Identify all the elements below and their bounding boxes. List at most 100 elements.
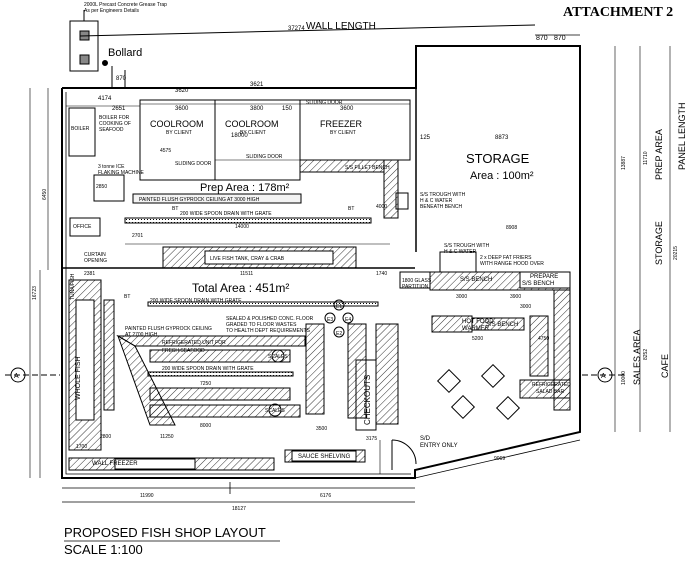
fillet-bench-label: S/S FILLET BENCH bbox=[345, 165, 390, 171]
coolroom-2-label: COOLROOM bbox=[225, 119, 279, 129]
trough-2-line-1: S/S TROUGH WITH bbox=[444, 243, 490, 249]
total-area-label: Total Area : 451m² bbox=[192, 281, 289, 295]
trough-sink bbox=[395, 192, 409, 210]
hot-food-2: WARMER bbox=[462, 326, 490, 332]
prep-drain-label: 200 WIDE SPOON DRAIN WITH GRATE bbox=[180, 211, 272, 217]
dim-1700: 1700 bbox=[76, 444, 87, 450]
dim-3000-a: 3000 bbox=[456, 294, 467, 300]
dim-6450: 6450 bbox=[42, 189, 48, 200]
ice-machine-unit bbox=[93, 174, 125, 202]
dim-3620: 3620 bbox=[175, 88, 189, 94]
glass-partition-2: PARTITION bbox=[402, 284, 429, 290]
dim-3500: 3500 bbox=[316, 426, 327, 432]
ceiling-prep-note: PAINTED FLUSH GYPROCK CEILING AT 3000 HI… bbox=[139, 197, 260, 203]
freezer-label: FREEZER bbox=[320, 119, 363, 129]
wall-length-label: WALL LENGTH bbox=[306, 21, 376, 32]
dim-8000: 8000 bbox=[200, 423, 211, 429]
freezer-client: BY CLIENT bbox=[330, 130, 356, 136]
dim-18127: 18127 bbox=[232, 506, 246, 512]
sliding-door-1: SLIDING DOOR bbox=[306, 100, 343, 106]
shop-drain-1-label: 200 WIDE SPOON DRAIN WITH GRATE bbox=[150, 298, 242, 304]
dim-10000: 10000 bbox=[621, 371, 627, 385]
dim-4174: 4174 bbox=[98, 96, 112, 102]
scales-label-1: SCALES bbox=[268, 354, 288, 360]
trough-1-line-1: S/S TROUGH WITH bbox=[420, 192, 466, 198]
bt-mark-1: BT bbox=[172, 206, 178, 212]
scales-label-2: SCALES bbox=[265, 408, 285, 414]
dim-2651: 2651 bbox=[112, 106, 126, 112]
shop-drain-2 bbox=[147, 371, 294, 377]
bollard-label: Bollard bbox=[108, 47, 142, 59]
prep-area-label: Prep Area : 178m² bbox=[200, 182, 290, 194]
fryers-line-2: WITH RANGE HOOD OVER bbox=[480, 261, 544, 267]
trough-1-line-3: BENEATH BENCH bbox=[420, 204, 463, 210]
dim-3600-a: 3600 bbox=[175, 106, 189, 112]
entry-label-2: ENTRY ONLY bbox=[420, 443, 458, 449]
mark-e3: E3 bbox=[327, 317, 333, 323]
prepare-bench-2: S/S BENCH bbox=[522, 281, 554, 287]
prepare-bench-1: PREPARE bbox=[530, 274, 558, 280]
glass-partition-1: 1800 GLASS bbox=[402, 278, 432, 284]
ice-machine-label-1: 3 tonne ICE bbox=[98, 164, 125, 170]
mark-e2: E2 bbox=[336, 331, 342, 337]
floor-note-2: GRADED TO FLOOR WASTES bbox=[226, 322, 297, 328]
office-label: OFFICE bbox=[73, 224, 92, 230]
curtain-label-2: OPENING bbox=[84, 258, 107, 264]
sliding-door-3: SLIDING DOOR bbox=[246, 154, 283, 160]
grease-trap bbox=[69, 10, 99, 72]
section-mark-right-letter: A bbox=[601, 373, 606, 380]
bt-mark-3: BT bbox=[124, 294, 130, 300]
coolroom-1-client: BY CLIENT bbox=[166, 130, 192, 136]
cold-fish-display bbox=[347, 323, 367, 419]
dim-3600-b: 3600 bbox=[340, 106, 354, 112]
office-room bbox=[69, 217, 101, 237]
checkouts-label: CHECKOUTS bbox=[363, 375, 372, 425]
storage-side-label: STORAGE bbox=[654, 221, 664, 265]
dim-2850: 2850 bbox=[96, 184, 107, 190]
bt-mark-2: BT bbox=[348, 206, 354, 212]
section-mark-left bbox=[5, 367, 60, 383]
floor-note-3: TO HEALTH DEPT REQUIREMENTS bbox=[226, 328, 311, 334]
tuna-label: TUNA/FISH bbox=[70, 273, 76, 300]
dim-37274: 37274 bbox=[288, 26, 305, 32]
refrig-seafood-1: REFRIGERATED UNIT FOR bbox=[162, 340, 226, 346]
dim-4575: 4575 bbox=[160, 148, 171, 154]
trough-1-line-2: H & C WATER bbox=[420, 198, 453, 204]
ceiling-note-box bbox=[132, 193, 302, 204]
whole-fish-label: WHOLE FISH bbox=[75, 356, 82, 400]
panel-length-label: PANEL LENGTH bbox=[677, 102, 687, 170]
storage-label: STORAGE bbox=[466, 151, 530, 166]
attachment-label: ATTACHMENT 2 bbox=[563, 5, 674, 20]
wall-length-dim-line bbox=[79, 24, 536, 37]
dim-20215: 20215 bbox=[673, 246, 679, 260]
cold-rooms bbox=[139, 99, 411, 181]
dim-6176: 6176 bbox=[320, 493, 331, 499]
boiler-label: BOILER bbox=[71, 126, 90, 132]
dim-3800: 3800 bbox=[250, 106, 264, 112]
dim-11511: 11511 bbox=[240, 271, 253, 277]
entry-label-1: S/D bbox=[420, 436, 431, 442]
grease-trap-note-2: As per Engineers Details bbox=[84, 8, 140, 14]
dim-125: 125 bbox=[420, 135, 431, 141]
entry-door-swing bbox=[391, 439, 417, 465]
dim-870-top-b: 870 bbox=[554, 35, 566, 42]
trough-2-line-2: H & C WATER bbox=[444, 249, 477, 255]
dim-3175: 3175 bbox=[366, 436, 377, 442]
dim-3621: 3621 bbox=[250, 82, 264, 88]
dim-2800: 2800 bbox=[100, 434, 111, 440]
boiler-note-3: SEAFOOD bbox=[99, 127, 124, 133]
electrical-markers bbox=[324, 299, 354, 338]
dim-11990: 11990 bbox=[140, 493, 154, 499]
boiler-note-1: BOILER FOR bbox=[99, 115, 130, 121]
ice-machine-label-2: FLAKING MACHINE bbox=[98, 170, 145, 176]
wall-freezer-label: WALL FREEZER bbox=[92, 461, 138, 467]
cafe-tables bbox=[436, 363, 521, 421]
mark-e4: E4 bbox=[345, 317, 351, 323]
s-s-bench-mid: S/S BENCH bbox=[486, 322, 518, 328]
dim-2381: 2381 bbox=[84, 271, 95, 277]
dim-8908: 8908 bbox=[506, 225, 517, 231]
salad-bar bbox=[519, 379, 571, 399]
dim-870-door: 870 bbox=[116, 76, 127, 82]
sliding-door-2: SLIDING DOOR bbox=[175, 161, 212, 167]
